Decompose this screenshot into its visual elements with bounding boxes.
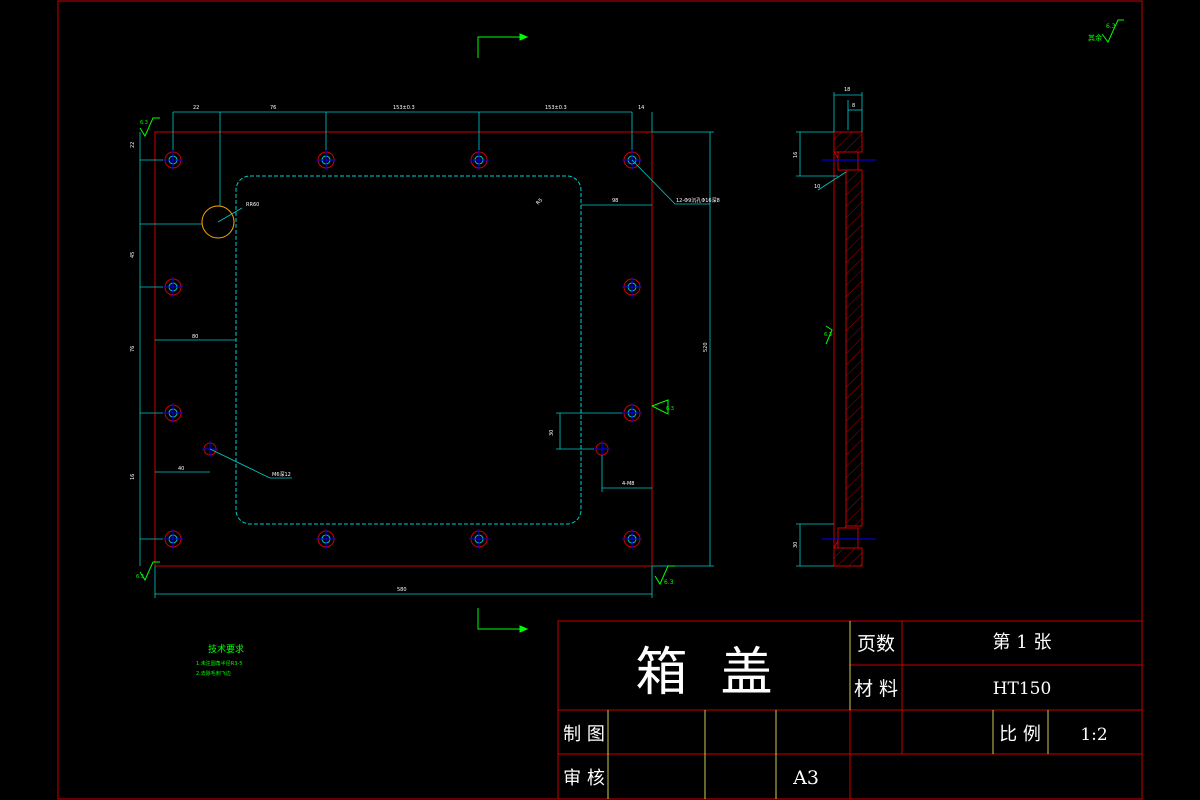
scale-value: 1:2 (1080, 725, 1107, 745)
section-arrow-top (477, 33, 529, 58)
dim-bottom-width: 580 (397, 587, 407, 593)
dim-misc-7: 4-M8 (622, 481, 634, 487)
dim-left-1: 45 (130, 252, 136, 258)
bolt-hole (316, 529, 336, 549)
dim-misc-2: 30 (549, 430, 555, 436)
section-hatch-top (833, 131, 863, 153)
side-section-view: 18 8 16 30 10 (793, 87, 876, 567)
dim-misc-5: RR60 (246, 202, 259, 208)
material-label: 材 料 (854, 678, 898, 700)
dim-side-4: 10 (814, 184, 820, 190)
bolt-hole (622, 403, 642, 423)
roughness-corner-text: 其余 (1088, 33, 1102, 42)
roughness-sym-3: 6.3 (666, 406, 674, 412)
technical-notes: 技术要求 1.未注圆角半径R3-5 2.去除毛刺飞边 (196, 643, 244, 677)
roughness-sym-2: 6.3 (664, 579, 674, 586)
notes-line-0: 1.未注圆角半径R3-5 (196, 660, 242, 667)
bolt-hole (622, 529, 642, 549)
dim-left-0: 22 (130, 142, 136, 148)
roughness-corner: 其余 6.3 (1088, 19, 1124, 43)
roughness-corner-value: 6.3 (1106, 23, 1116, 30)
small-hole (594, 441, 610, 457)
bolt-hole (163, 150, 183, 170)
review-label: 审 核 (563, 768, 605, 789)
dim-misc-6: M6深12 (272, 471, 291, 478)
dim-top-3: 153±0.3 (545, 105, 567, 111)
section-hatch-main (845, 169, 863, 527)
dim-left-2: 76 (130, 346, 136, 352)
paper-size: A3 (792, 767, 819, 789)
scale-label: 比 例 (999, 724, 1041, 745)
section-arrow-bottom (477, 608, 529, 633)
bolt-holes (163, 150, 642, 549)
dim-top-2: 153±0.3 (393, 105, 415, 111)
notes-heading: 技术要求 (208, 643, 244, 655)
notes-line-1: 2.去除毛刺飞边 (196, 670, 231, 677)
material-value: HT150 (993, 679, 1052, 699)
drawing-frame (57, 0, 1143, 800)
dim-top-1: 76 (270, 105, 276, 111)
sight-hole (201, 205, 235, 239)
dim-side-1: 8 (852, 103, 855, 109)
part-name: 箱 盖 (635, 643, 772, 703)
roughness-sym-1: 6.3 (136, 574, 144, 580)
dim-side-0: 18 (844, 87, 850, 93)
bolt-hole (622, 277, 642, 297)
bolt-hole (469, 150, 489, 170)
front-view: 22 76 153±0.3 153±0.3 14 22 45 76 16 80 … (130, 105, 833, 598)
dim-top-4: 14 (638, 105, 644, 111)
dim-left-3: 16 (130, 474, 136, 480)
roughness-symbols (139, 117, 833, 586)
dim-misc-1: 40 (178, 466, 184, 472)
bolt-hole (163, 529, 183, 549)
title-block: 箱 盖 页数 第 1 张 材 料 HT150 制 图 比 例 1:2 审 核 A… (557, 620, 1143, 800)
sheet-label: 页数 (857, 633, 895, 655)
bolt-hole (316, 150, 336, 170)
dimension-lines (139, 111, 714, 598)
dim-side-3: 30 (793, 542, 799, 548)
bolt-hole (163, 403, 183, 423)
plate-outline (154, 131, 653, 567)
dim-side-2: 16 (793, 152, 799, 158)
dimension-texts: 22 76 153±0.3 153±0.3 14 22 45 76 16 80 … (130, 105, 720, 593)
roughness-sym-4: 6.3 (824, 332, 832, 338)
dim-misc-0: 80 (192, 334, 198, 340)
inner-window (235, 175, 582, 525)
dim-misc-3: R5 (535, 197, 544, 206)
bolt-hole (163, 277, 183, 297)
dim-misc-4: 98 (612, 198, 618, 204)
dim-top-0: 22 (193, 105, 199, 111)
drawn-label: 制 图 (563, 724, 605, 745)
sheet-value: 第 1 张 (993, 632, 1052, 653)
dim-misc-8: 12-Φ9沉孔Φ16深8 (676, 197, 720, 204)
section-hatch-bottom (833, 547, 863, 567)
roughness-sym-0: 6.3 (140, 120, 148, 126)
dim-right-height: 520 (703, 342, 709, 352)
bolt-hole (469, 529, 489, 549)
